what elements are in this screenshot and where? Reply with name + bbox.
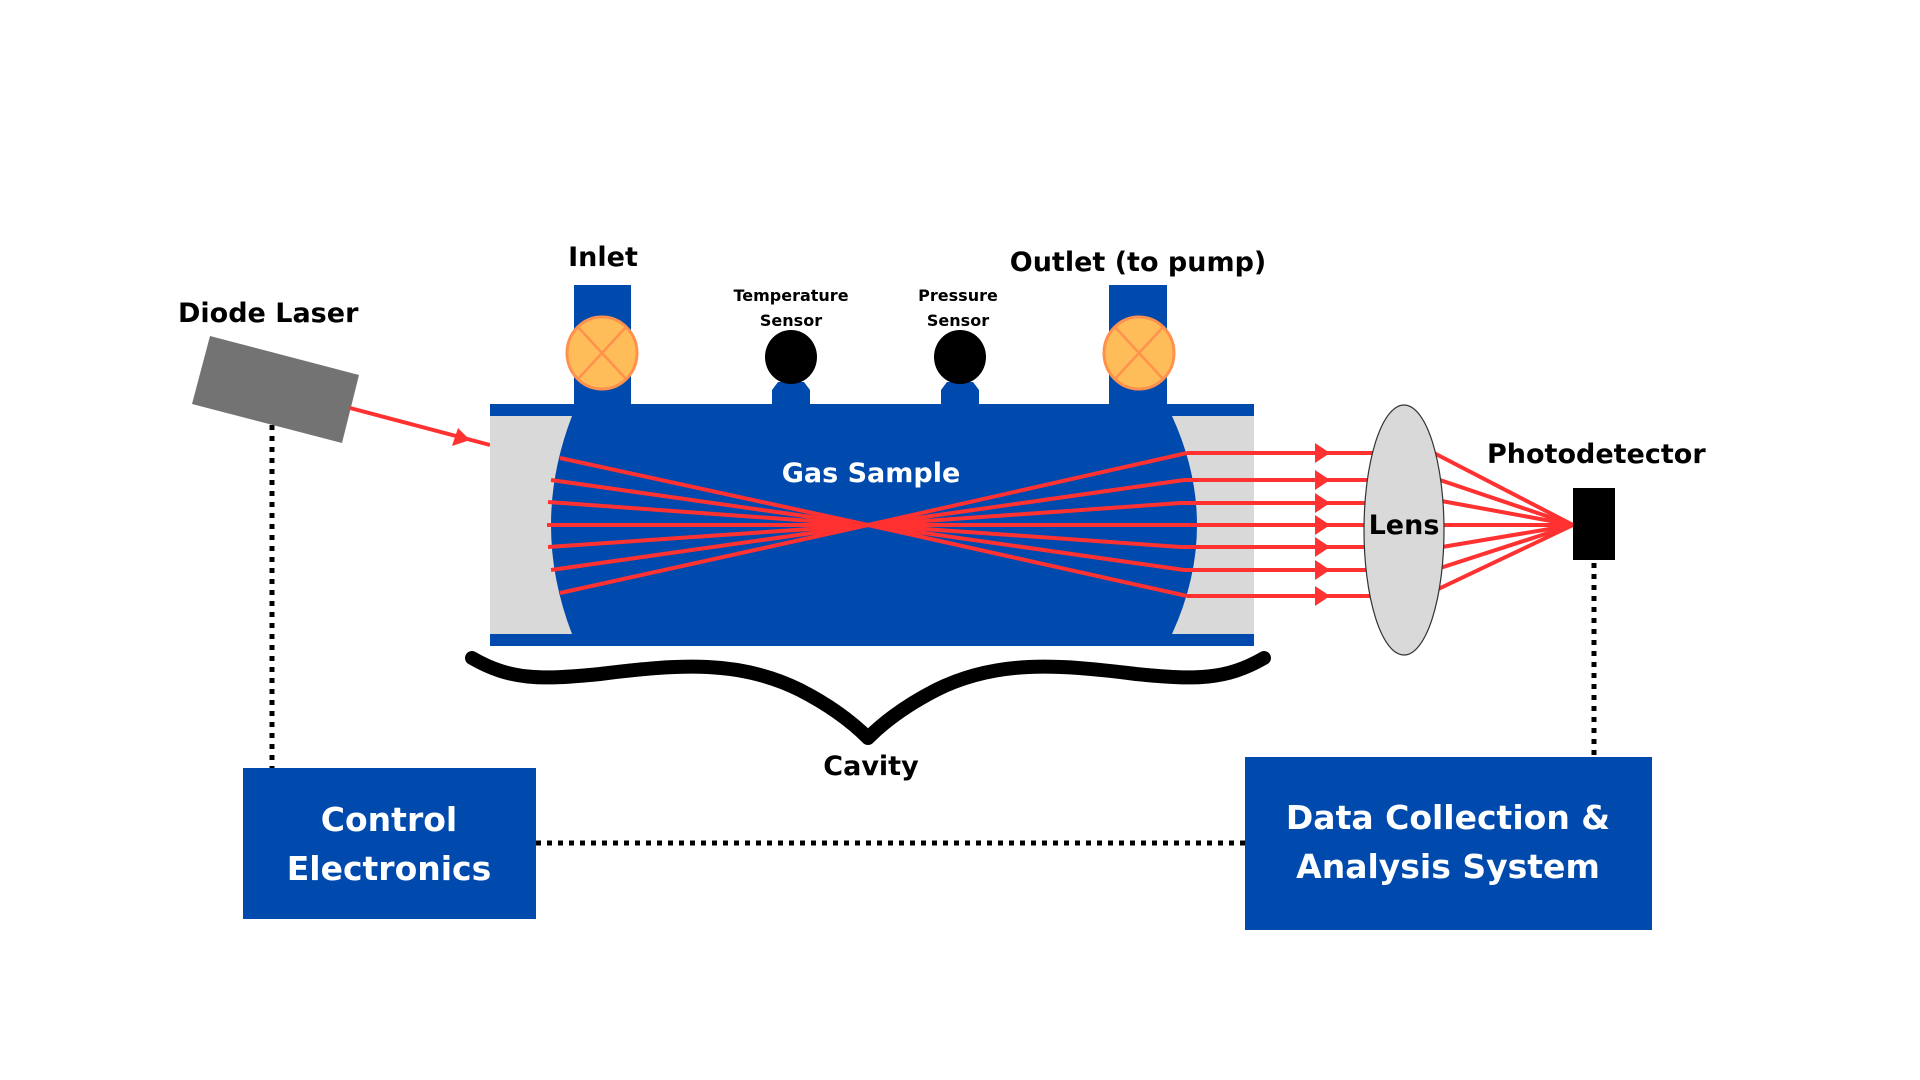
data-collection-box: Data Collection & Analysis System <box>1245 757 1652 930</box>
beam-right-segment <box>867 523 1182 549</box>
inlet-valve-icon <box>565 315 639 391</box>
diode-laser <box>192 336 359 443</box>
lens <box>1363 404 1445 656</box>
beam-focused-segment <box>1433 476 1574 527</box>
beam-arrowhead <box>1315 470 1330 490</box>
temperature-sensor-label-line1: Temperature <box>733 286 848 305</box>
beam-arrowhead <box>1315 537 1330 557</box>
beam-focused-segment <box>1433 523 1574 572</box>
control-electronics-box: Control Electronics <box>243 768 536 919</box>
control-electronics-label-line1: Control <box>321 800 457 839</box>
control-electronics-label-line2: Electronics <box>287 849 492 888</box>
outlet-label: Outlet (to pump) <box>1010 247 1267 278</box>
beam-right-segment <box>867 523 1185 572</box>
beam-left-segment <box>559 523 869 595</box>
input-beam-arrowhead <box>452 428 470 446</box>
beam-right-segment <box>867 451 1188 527</box>
lens-label: Lens <box>1369 510 1440 541</box>
beam-right-segment <box>867 501 1182 527</box>
beam-arrowhead <box>1315 443 1330 463</box>
beam-left-segment <box>559 456 869 527</box>
left-mirror <box>490 416 572 634</box>
photodetector-label: Photodetector <box>1487 439 1706 470</box>
photodetector <box>1573 488 1615 560</box>
temperature-sensor-label-line2: Sensor <box>760 311 822 330</box>
beam-arrowhead <box>1315 560 1330 580</box>
cavity-label: Cavity <box>823 751 919 782</box>
pressure-sensor-stem <box>941 382 979 410</box>
beam-group <box>547 443 1574 606</box>
beam-right-segment <box>867 523 1188 598</box>
beam-arrowhead <box>1315 515 1330 535</box>
inlet-label: Inlet <box>568 242 638 273</box>
beam-focused-segment <box>1435 523 1574 550</box>
temperature-sensor-stem <box>772 382 810 410</box>
beam-right-segment <box>867 478 1185 527</box>
gas-sample-label: Gas Sample <box>782 458 961 489</box>
pressure-sensor-icon <box>934 330 986 384</box>
beam-left-segment <box>547 500 869 527</box>
diode-laser-label: Diode Laser <box>178 298 359 329</box>
beam-arrowhead <box>1315 586 1330 606</box>
outlet-valve-icon <box>1102 315 1176 391</box>
data-collection-label-line2: Analysis System <box>1296 847 1600 886</box>
beam-left-segment <box>550 523 869 572</box>
beam-left-segment <box>547 523 869 549</box>
beam-arrowhead <box>1315 493 1330 513</box>
temperature-sensor-icon <box>765 330 817 384</box>
data-collection-label-line1: Data Collection & <box>1286 798 1610 837</box>
beam-left-segment <box>550 478 869 527</box>
beam-focused-segment <box>1435 498 1574 527</box>
beam-focused-segment <box>1431 450 1574 527</box>
pressure-sensor-label-line1: Pressure <box>918 286 998 305</box>
cavity-brace <box>465 651 1271 745</box>
pressure-sensor-label-line2: Sensor <box>927 311 989 330</box>
beam-focused-segment <box>1431 523 1574 594</box>
